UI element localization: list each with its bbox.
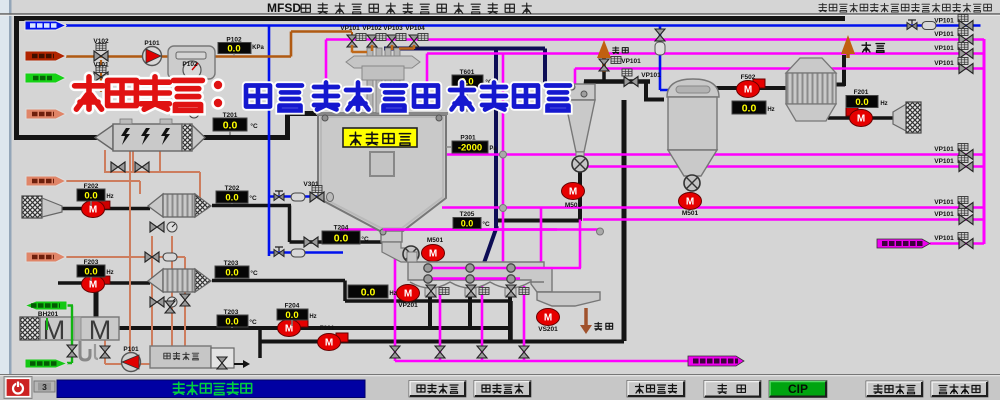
svg-text:0.0: 0.0 (225, 268, 238, 279)
svg-text:M501: M501 (427, 237, 444, 244)
svg-text:0.0: 0.0 (225, 317, 238, 328)
svg-text:Hz: Hz (389, 291, 396, 297)
svg-text:0.0: 0.0 (84, 267, 97, 278)
svg-text:VP101: VP101 (934, 60, 954, 67)
svg-text:T203: T203 (224, 309, 239, 316)
svg-text:°C: °C (250, 269, 258, 277)
svg-text:Hz: Hz (880, 101, 887, 107)
svg-text:P101: P101 (123, 346, 139, 353)
svg-text:F202: F202 (84, 183, 99, 190)
svg-text:°C: °C (249, 318, 257, 326)
svg-text:T202: T202 (225, 185, 240, 192)
svg-text:°C: °C (249, 194, 257, 202)
svg-text:P102: P102 (182, 61, 198, 68)
svg-text:0.0: 0.0 (460, 77, 473, 88)
svg-text:BH201: BH201 (38, 311, 59, 318)
svg-text:M501: M501 (565, 202, 582, 209)
svg-text:F201: F201 (854, 89, 869, 96)
svg-text:M501: M501 (682, 210, 699, 217)
svg-text:VP101: VP101 (934, 158, 954, 165)
svg-text:Hz: Hz (106, 270, 113, 276)
svg-text:Hz: Hz (767, 107, 774, 113)
svg-text:°C: °C (250, 122, 258, 130)
svg-text:VP101: VP101 (340, 25, 360, 32)
svg-text:T203: T203 (224, 260, 239, 267)
svg-text:Pa: Pa (489, 146, 497, 152)
svg-text:VS201: VS201 (538, 326, 558, 333)
svg-text:T601: T601 (460, 69, 475, 76)
svg-text:VP103: VP103 (383, 25, 403, 32)
svg-text:VP201: VP201 (398, 302, 418, 309)
svg-text:0.0: 0.0 (225, 193, 238, 204)
svg-text:F203: F203 (84, 259, 99, 266)
svg-text:VP101: VP101 (934, 146, 954, 153)
svg-text:3: 3 (42, 382, 47, 392)
svg-text:VP101: VP101 (641, 72, 661, 79)
svg-text:T201: T201 (223, 112, 238, 119)
svg-text:VP104: VP104 (405, 25, 425, 32)
svg-text:0.0: 0.0 (227, 44, 240, 55)
svg-text:MFSD: MFSD (267, 1, 301, 15)
svg-text:VP101: VP101 (934, 18, 954, 25)
svg-text:°C: °C (482, 220, 490, 228)
svg-text:P301: P301 (460, 135, 476, 142)
svg-text:0.0: 0.0 (334, 233, 349, 245)
svg-text:V301: V301 (303, 181, 319, 188)
svg-text:KPa: KPa (252, 45, 264, 51)
svg-text:F502: F502 (741, 74, 756, 81)
svg-text:VP101: VP101 (934, 45, 954, 52)
svg-text:V102: V102 (93, 38, 109, 45)
svg-text:M: M (89, 315, 112, 345)
svg-text:F601: F601 (320, 325, 335, 332)
svg-text:V101: V101 (93, 62, 109, 69)
svg-text:°C: °C (361, 235, 369, 243)
svg-text:0.0: 0.0 (361, 287, 376, 299)
svg-text:-2000: -2000 (458, 143, 482, 154)
svg-text:0.0: 0.0 (742, 103, 757, 115)
svg-text:F204: F204 (285, 303, 300, 310)
svg-text:0.0: 0.0 (461, 219, 474, 229)
svg-text:VP101: VP101 (934, 199, 954, 206)
svg-text:VP101: VP101 (621, 58, 641, 65)
svg-text:M: M (43, 315, 66, 345)
svg-text:0.0: 0.0 (84, 191, 97, 202)
svg-text:°C: °C (485, 78, 493, 86)
svg-text:VP101: VP101 (934, 31, 954, 38)
svg-text:VP102: VP102 (362, 25, 382, 32)
svg-text:T204: T204 (334, 225, 349, 232)
svg-text:CIP: CIP (788, 382, 808, 396)
svg-text:VP101: VP101 (934, 235, 954, 242)
svg-text:Hz: Hz (309, 314, 316, 320)
svg-text:0.0: 0.0 (223, 120, 238, 132)
svg-text:0.0: 0.0 (285, 310, 298, 321)
svg-text:0.0: 0.0 (855, 97, 868, 108)
svg-text:VP101: VP101 (934, 211, 954, 218)
svg-text:P102: P102 (226, 37, 242, 44)
svg-text:Hz: Hz (106, 194, 113, 200)
svg-text:T205: T205 (460, 211, 475, 218)
svg-text:P101: P101 (144, 40, 160, 47)
